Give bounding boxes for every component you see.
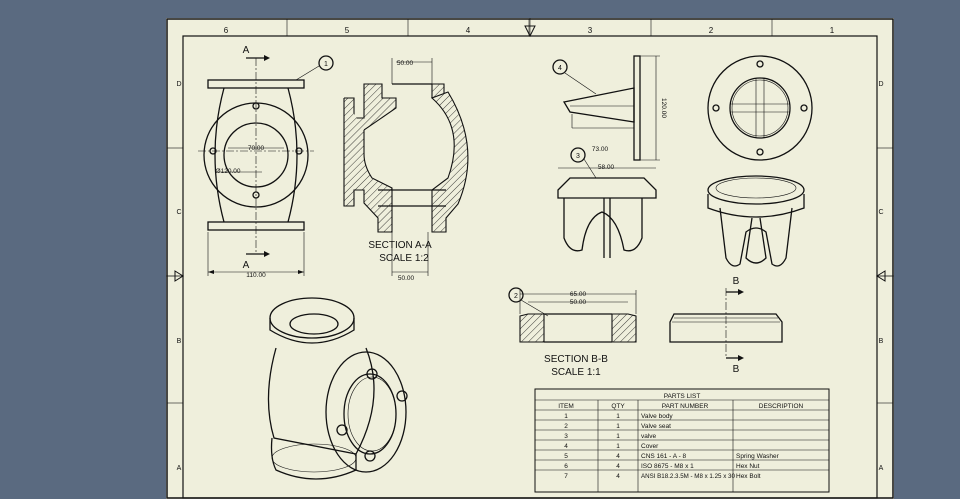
dim-50-seat: 50.00 [570,299,587,306]
table-row: 6 4 ISO 8675 - M8 x 1 Hex Nut [564,463,759,470]
row-4-qty: 1 [616,443,620,450]
section-bb-view[interactable] [519,290,637,343]
table-row: 1 1 Valve body [564,413,673,420]
row-7-part-number: ANSI B18.2.3.5M - M8 x 1.25 x 30 [641,473,735,480]
row-label-a-right: A [879,465,884,472]
cover-top-view[interactable] [707,55,813,161]
row-label-c-right: C [878,209,883,216]
dim-120-vert: 120.00 [660,98,667,118]
parts-list-title: PARTS LIST [664,393,701,400]
valve-view[interactable] [557,167,657,258]
row-4-item: 4 [564,443,568,450]
row-3-part-number: valve [641,433,657,440]
balloon-4[interactable] [552,59,568,75]
row-label-b-left: B [177,338,182,345]
section-bb-title: SECTION B-B [544,354,608,365]
balloon-3-label: 3 [576,153,580,160]
parts-list-header-part-number: PART NUMBER [662,403,709,410]
front-view[interactable] [198,55,314,276]
valve-iso-view[interactable] [707,175,805,267]
row-6-part-number: ISO 8675 - M8 x 1 [641,463,694,470]
row-6-qty: 4 [616,463,620,470]
row-1-qty: 1 [616,413,620,420]
row-2-item: 2 [564,423,568,430]
dim-50-top: 50.00 [397,60,414,67]
col-label-3: 3 [588,26,593,35]
balloon-1[interactable] [318,55,334,71]
section-bb-scale: SCALE 1:1 [551,367,601,378]
row-5-description: Spring Washer [736,453,780,460]
balloon-2[interactable] [508,287,524,303]
row-label-c-left: C [176,209,181,216]
dim-120-dia: Ø120.00 [216,168,241,175]
table-row: 2 1 Valve seat [564,423,671,430]
row-6-item: 6 [564,463,568,470]
drawing-sheet[interactable]: 6 5 4 3 2 1 D C B A D C B A [166,18,894,499]
row-5-item: 5 [564,453,568,460]
dim-58: 58.00 [598,164,615,171]
row-1-part-number: Valve body [641,413,673,420]
dim-73: 73.00 [592,146,609,153]
row-2-qty: 1 [616,423,620,430]
zone-ticks [167,19,893,404]
cut-label-a-bottom: A [243,260,250,271]
row-2-part-number: Valve seat [641,423,671,430]
cut-label-b-top: B [733,276,740,287]
row-7-item: 7 [564,473,568,480]
inner-border [182,35,878,499]
drawing-canvas: 6 5 4 3 2 1 D C B A D C B A [166,18,894,499]
row-3-item: 3 [564,433,568,440]
balloon-2-label: 2 [514,293,518,300]
section-aa-title: SECTION A-A [368,240,432,251]
dim-65: 65.00 [570,291,587,298]
balloon-4-label: 4 [558,65,562,72]
row-5-qty: 4 [616,453,620,460]
row-label-d-right: D [878,81,883,88]
section-aa-scale: SCALE 1:2 [379,253,429,264]
balloon-1-label: 1 [324,61,328,68]
cut-label-a-top: A [243,45,250,56]
table-row: 5 4 CNS 161 - A - 8 Spring Washer [564,453,779,460]
parts-list-header-qty: QTY [611,403,625,410]
row-7-qty: 4 [616,473,620,480]
row-label-b-right: B [879,338,884,345]
row-4-part-number: Cover [641,443,659,450]
table-row: 7 4 ANSI B18.2.3.5M - M8 x 1.25 x 30 Hex… [564,473,761,480]
dim-50-bottom: 50.00 [398,275,415,282]
row-3-qty: 1 [616,433,620,440]
balloon-3[interactable] [570,147,586,163]
col-label-6: 6 [224,26,229,35]
table-row: 3 1 valve [564,433,656,440]
row-5-part-number: CNS 161 - A - 8 [641,453,687,460]
cut-label-b-bottom: B [733,364,740,375]
col-label-1: 1 [830,26,835,35]
isometric-assembly-view[interactable] [267,297,408,480]
row-label-d-left: D [176,81,181,88]
dim-70: 70.00 [248,145,265,152]
row-6-description: Hex Nut [736,463,760,470]
table-row: 4 1 Cover [564,443,659,450]
col-label-2: 2 [709,26,714,35]
col-label-4: 4 [466,26,471,35]
row-7-description: Hex Bolt [736,473,761,480]
parts-list-header-description: DESCRIPTION [759,403,804,410]
parts-list-table [534,388,830,493]
row-label-a-left: A [177,465,182,472]
cover-side-view[interactable] [562,55,660,161]
valve-seat-side-view[interactable] [669,288,783,361]
col-label-5: 5 [345,26,350,35]
dim-110: 110.00 [246,272,266,279]
row-1-item: 1 [564,413,568,420]
parts-list-header-item: ITEM [558,403,574,410]
section-aa-view[interactable] [343,58,469,276]
